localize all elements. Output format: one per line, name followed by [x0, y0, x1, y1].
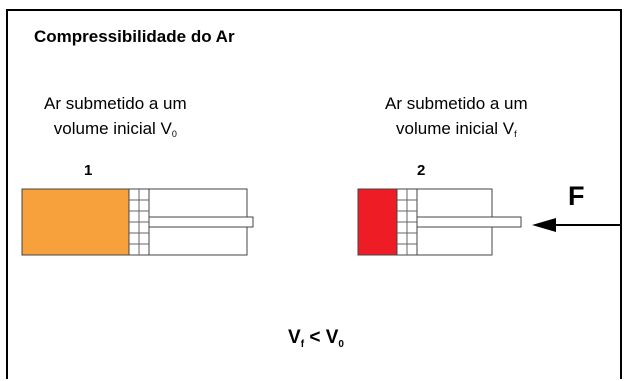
cylinder-1-piston-seal [129, 189, 149, 255]
cylinder-2 [357, 188, 522, 256]
relation-operator: < [309, 327, 321, 348]
diagram-title: Compressibilidade do Ar [34, 27, 235, 46]
force-arrow-head [532, 218, 556, 232]
force-arrow [532, 218, 620, 232]
cylinder-2-air-volume [357, 188, 398, 256]
cylinder-1-caption: Ar submetido a um volume inicial V0 [44, 91, 187, 147]
relation-rhs: V [325, 327, 339, 348]
diagram-frame: Compressibilidade do Ar Ar submetido a u… [6, 9, 622, 379]
cylinder-2-caption-line2: volume inicial Vf [385, 116, 528, 147]
relation-lhs: V [288, 327, 301, 348]
cylinder-1-caption-line1: Ar submetido a um [44, 94, 187, 113]
cylinder-1-air-volume [21, 188, 130, 256]
cylinder-1-volume-subscript: 0 [171, 129, 177, 139]
cylinder-1-piston-rod [148, 216, 254, 228]
cylinder-2-piston-rod [416, 216, 522, 228]
cylinder-2-volume-label: volume inicial V [396, 119, 515, 138]
cylinder-2-piston-seal [397, 189, 417, 255]
cylinder-1-number: 1 [84, 162, 93, 179]
cylinder-2-caption-line1: Ar submetido a um [385, 94, 528, 113]
relation-lhs-subscript: f [300, 339, 305, 350]
cylinder-1-volume-label: volume inicial V [53, 119, 172, 138]
cylinder-2-volume-subscript: f [514, 129, 517, 139]
volume-relation: Vf < V0 [288, 327, 344, 350]
force-label: F [568, 181, 585, 211]
cylinder-2-number: 2 [417, 162, 426, 179]
relation-rhs-subscript: 0 [338, 339, 344, 350]
cylinder-2-caption: Ar submetido a um volume inicial Vf [385, 91, 528, 147]
cylinder-1-caption-line2: volume inicial V0 [44, 116, 187, 147]
cylinder-1 [21, 188, 254, 256]
cylinders-illustration [21, 188, 620, 256]
